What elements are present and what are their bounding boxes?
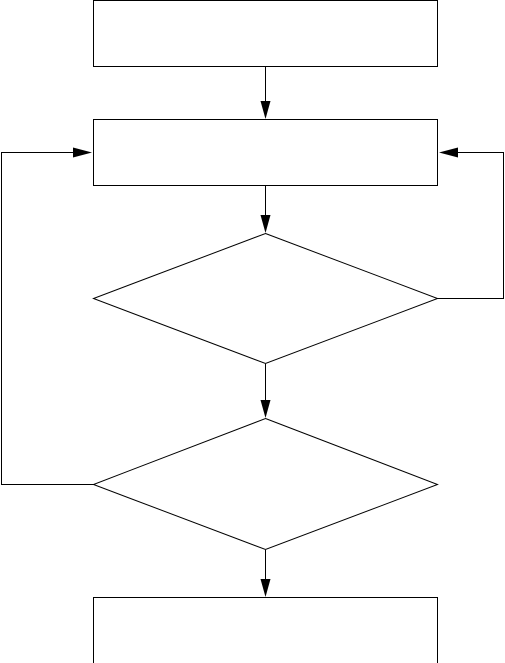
edge-decision-2-to-process-3 xyxy=(260,550,271,597)
arrowhead-down xyxy=(260,101,271,119)
arrowhead-down xyxy=(260,215,271,233)
edge-decision-2-loop-to-process-2 xyxy=(1,147,94,485)
arrowhead-right xyxy=(73,147,92,158)
decision-diamond-2 xyxy=(92,417,439,551)
process-box-3 xyxy=(93,597,438,663)
process-box-1 xyxy=(93,0,438,67)
arrowhead-down xyxy=(260,400,271,418)
arrowhead-left xyxy=(439,147,458,158)
edge-decision-1-to-decision-2 xyxy=(260,364,271,418)
edge-process-1-to-process-2 xyxy=(260,67,271,119)
edge-process-2-to-decision-1 xyxy=(260,186,271,233)
decision-diamond-1 xyxy=(92,232,439,365)
arrowhead-down xyxy=(260,579,271,597)
process-box-2 xyxy=(93,119,438,186)
edge-decision-1-loop-to-process-2 xyxy=(437,147,504,299)
